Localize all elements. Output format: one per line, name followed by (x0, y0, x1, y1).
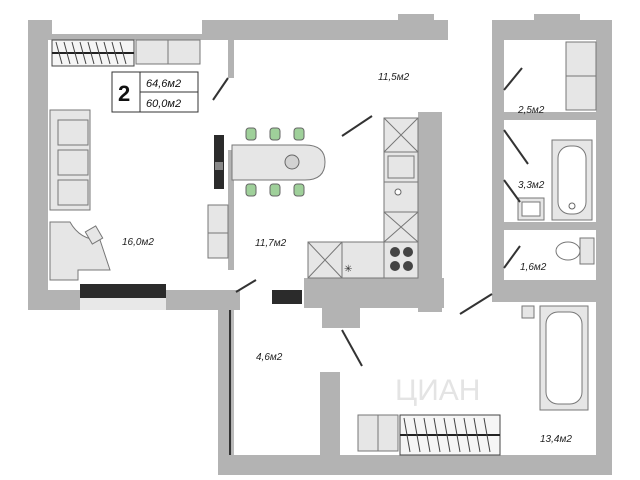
svg-text:✳: ✳ (344, 264, 352, 275)
windows (80, 284, 302, 455)
label-living-room: 16,0м2 (122, 237, 154, 248)
bathtub-bedroom (521, 305, 589, 411)
bathtub-small (517, 139, 593, 221)
label-balcony: 11,5м2 (378, 72, 410, 83)
fridge-shelves (207, 204, 229, 259)
label-wc-top: 2,5м2 (517, 105, 545, 116)
sofa (49, 109, 91, 211)
total-area: 64,6м2 (146, 78, 181, 90)
label-bedroom: 13,4м2 (540, 434, 572, 445)
dining-table (214, 135, 326, 189)
railing-top (51, 39, 201, 67)
kitchen-cabinets: ✳ (307, 117, 419, 279)
room-count: 2 (118, 81, 130, 106)
living-area: 60,0м2 (146, 98, 181, 110)
doors (212, 67, 529, 367)
chairs (245, 127, 305, 197)
railing-bottom (357, 414, 501, 456)
label-wc-bottom: 1,6м2 (520, 262, 547, 273)
label-hall: 4,6м2 (256, 352, 283, 363)
label-kitchen: 11,7м2 (255, 238, 287, 249)
room-count-badge: 2 64,6м2 60,0м2 (111, 71, 199, 113)
wc-top-fixtures (565, 41, 597, 111)
watermark-text: ЦИАН (395, 374, 480, 407)
toilet (555, 237, 595, 265)
label-bath-small: 3,3м2 (518, 180, 545, 191)
armchair-desk (49, 221, 111, 281)
walls (28, 14, 612, 475)
